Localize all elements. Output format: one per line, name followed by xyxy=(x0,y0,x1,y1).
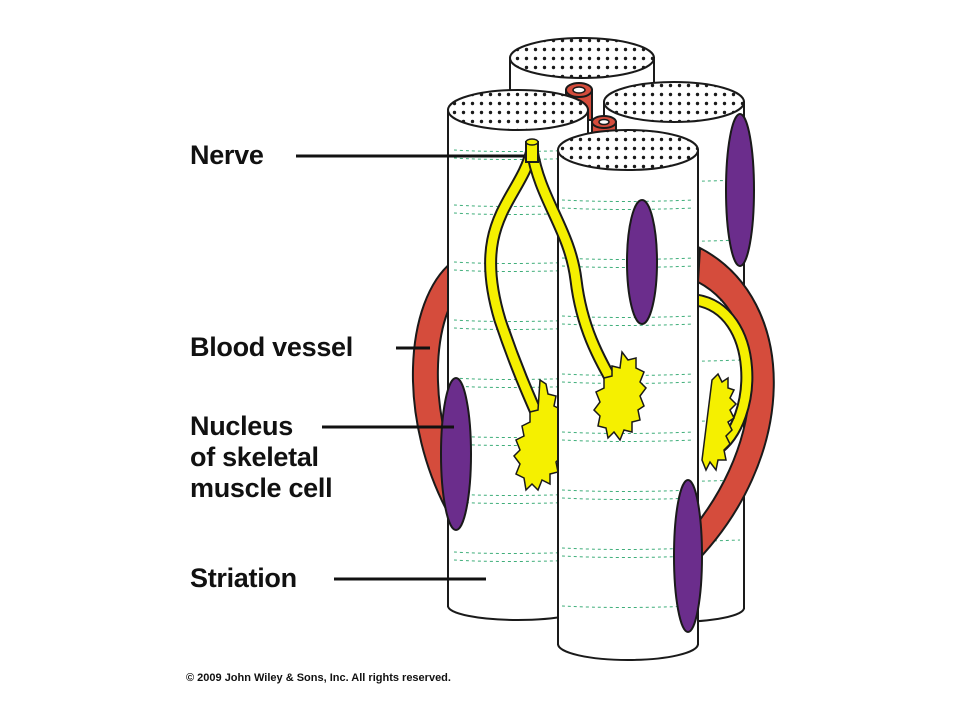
label-nucleus-line2: of skeletal xyxy=(190,442,319,472)
nucleus xyxy=(440,377,472,531)
motor-end-plate xyxy=(701,372,738,472)
copyright-notice: © 2009 John Wiley & Sons, Inc. All right… xyxy=(186,672,451,684)
nucleus xyxy=(725,113,755,267)
label-nerve: Nerve xyxy=(190,140,264,171)
motor-end-plate xyxy=(593,350,647,442)
label-nucleus-line1: Nucleus xyxy=(190,411,293,441)
label-nerve-text: Nerve xyxy=(190,140,264,170)
nucleus xyxy=(673,479,703,633)
label-nucleus: Nucleus of skeletal muscle cell xyxy=(190,411,333,504)
nucleus xyxy=(626,199,658,325)
label-striation: Striation xyxy=(190,563,297,594)
label-nucleus-line3: muscle cell xyxy=(190,473,333,503)
label-blood-vessel-text: Blood vessel xyxy=(190,332,353,362)
nerve-branch xyxy=(527,145,623,397)
nerve-end xyxy=(525,138,539,146)
label-blood-vessel: Blood vessel xyxy=(190,332,353,363)
label-striation-text: Striation xyxy=(190,563,297,593)
